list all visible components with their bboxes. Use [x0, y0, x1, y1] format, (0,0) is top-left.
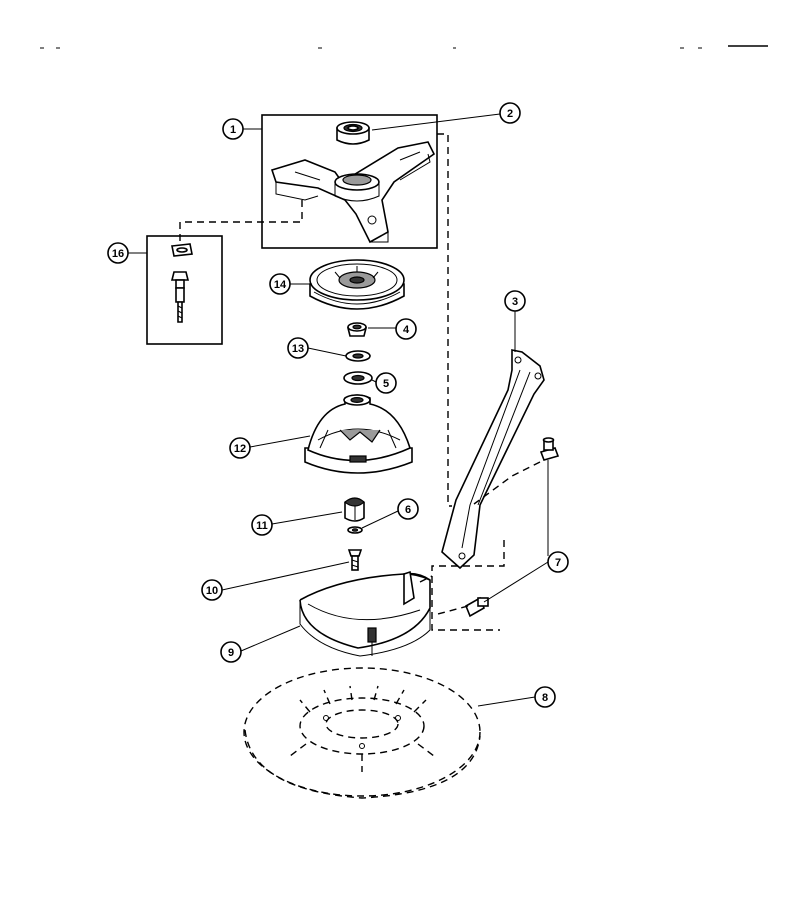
callout-12: 12 [229, 437, 251, 459]
part-2-bearing [336, 121, 370, 145]
callout-13-label: 13 [292, 343, 304, 355]
callout-10-label: 10 [206, 585, 218, 597]
dashed-alignment-lines [419, 133, 541, 631]
callout-6-label: 6 [405, 504, 411, 516]
part-16-fastener-kit [146, 235, 223, 345]
callout-14: 14 [269, 273, 291, 295]
callout-5-label: 5 [383, 378, 389, 390]
dashed-link-hub-to-fastener [179, 200, 303, 244]
part-11-coupling [344, 497, 365, 522]
callout-4-label: 4 [403, 324, 410, 336]
part-10-screw [347, 549, 363, 571]
callout-1-label: 1 [230, 124, 236, 136]
part-6-small-washer [347, 526, 363, 534]
part-1-hub-assembly [261, 114, 438, 249]
callout-12-label: 12 [234, 443, 246, 455]
callout-9-label: 9 [228, 647, 234, 659]
callout-7-label: 7 [555, 557, 561, 569]
part-3-bracket [441, 349, 545, 570]
part-5-washer [343, 371, 373, 385]
callout-9: 9 [220, 641, 242, 663]
part-14-pulley [309, 259, 405, 310]
part-12-drive-housing [304, 394, 413, 474]
callout-11-label: 11 [256, 520, 268, 532]
callout-10: 10 [201, 579, 223, 601]
part-13-washer [345, 350, 371, 362]
scan-artifacts [40, 45, 768, 49]
callout-2-label: 2 [507, 108, 513, 120]
callout-16: 16 [107, 242, 129, 264]
callout-3-label: 3 [512, 296, 518, 308]
callout-8-label: 8 [542, 692, 548, 704]
callout-5: 5 [375, 372, 397, 394]
callout-11: 11 [251, 514, 273, 536]
leader-lines [128, 113, 549, 707]
part-7-bolt-upper [539, 437, 560, 461]
callout-4: 4 [395, 318, 417, 340]
callout-7: 7 [547, 551, 569, 573]
callout-2: 2 [499, 102, 521, 124]
callout-6: 6 [397, 498, 419, 520]
callout-13: 13 [287, 337, 309, 359]
callout-1: 1 [222, 118, 244, 140]
part-7-bolt-lower [464, 596, 489, 618]
part-9-shield [299, 570, 431, 657]
part-8-base [243, 667, 481, 799]
callout-16-label: 16 [112, 248, 124, 260]
callout-8: 8 [534, 686, 556, 708]
part-4-nut [346, 322, 368, 337]
callout-3: 3 [504, 290, 526, 312]
callout-14-label: 14 [274, 279, 287, 291]
